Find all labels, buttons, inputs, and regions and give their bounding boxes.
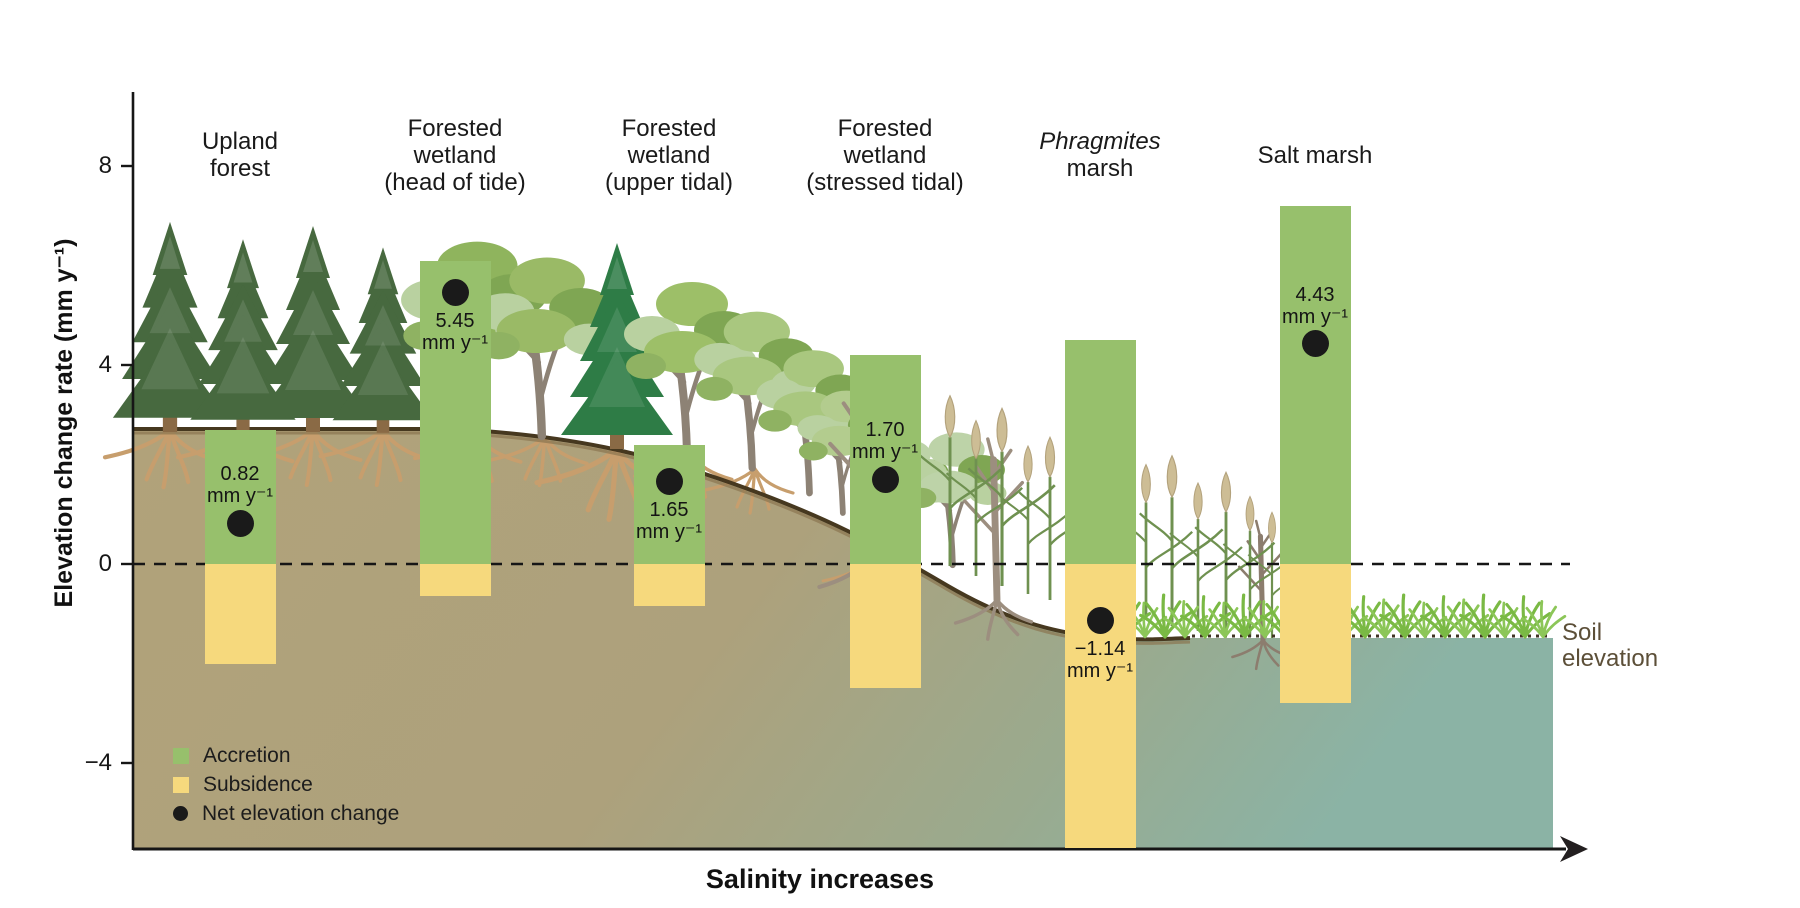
net-value-label: 1.65 mm y⁻¹ (609, 499, 730, 543)
category-label-line: Upland (201, 128, 279, 155)
category-label-line: Phragmites (1039, 128, 1161, 155)
category-label-line: Forested (621, 114, 717, 142)
accretion-bar (204, 429, 276, 564)
net-change-dot (1086, 607, 1114, 635)
subsidence-bar (849, 564, 921, 689)
category-label-upland-forest: Upland forest (100, 128, 380, 182)
legend-item-subsidence: Subsidence (173, 770, 399, 799)
legend-label: Accretion (203, 743, 291, 767)
net-value: −1.14 (1074, 637, 1126, 660)
column-forested-wetland-upper-tidal: 1.65 mm y⁻¹ (633, 0, 705, 908)
legend-item-accretion: Accretion (173, 741, 399, 770)
category-label-line: Forested (837, 114, 933, 142)
net-change-dot (871, 465, 899, 493)
net-change-dot (226, 509, 254, 537)
subsidence-swatch-icon (173, 776, 189, 793)
subsidence-bar (204, 564, 276, 664)
accretion-swatch-icon (173, 747, 189, 764)
category-label-line: wetland (843, 141, 927, 169)
subsidence-bar (633, 564, 705, 607)
accretion-bar (1279, 205, 1351, 564)
legend: Accretion Subsidence Net elevation chang… (173, 741, 399, 828)
y-axis-title: Elevation change rate (mm y⁻¹) (50, 238, 78, 608)
category-label-line: (stressed tidal) (806, 168, 964, 196)
net-value-label: 1.70 mm y⁻¹ (825, 419, 946, 463)
column-forested-wetland-stressed-tidal: 1.70 mm y⁻¹ (849, 0, 921, 908)
net-unit: mm y⁻¹ (206, 485, 274, 508)
category-label-forested-wetland-head-of-tide: Forested wetland (head of tide) (315, 115, 595, 196)
category-label-line: (head of tide) (384, 168, 526, 196)
net-value-label: 0.82 mm y⁻¹ (180, 463, 301, 507)
net-unit: mm y⁻¹ (421, 331, 489, 354)
legend-label: Subsidence (203, 772, 313, 796)
y-tick-label-0: 0 (98, 550, 112, 577)
column-forested-wetland-head-of-tide: 5.45 mm y⁻¹ (419, 0, 491, 908)
category-label-forested-wetland-upper-tidal: Forested wetland (upper tidal) (529, 115, 809, 196)
legend-item-net-elevation-change: Net elevation change (173, 799, 399, 828)
subsidence-bar (419, 564, 491, 597)
y-tick-label-4: 4 (98, 351, 112, 378)
category-label-salt-marsh: Salt marsh (1175, 142, 1455, 169)
accretion-bar (849, 355, 921, 564)
net-value: 4.43 (1295, 283, 1335, 306)
category-label-line: wetland (627, 141, 711, 169)
category-label-line: (upper tidal) (604, 168, 734, 196)
net-change-dot (655, 468, 683, 496)
category-label-line: Salt marsh (1257, 141, 1373, 169)
accretion-bar (419, 260, 491, 564)
soil-elevation-line: Soil (1562, 619, 1603, 646)
soil-elevation-annotation: Soil elevation (1562, 620, 1658, 672)
y-tick-label-8: 8 (98, 152, 112, 179)
soil-elevation-line: elevation (1562, 645, 1659, 672)
axis-arrow-icon (1560, 836, 1588, 862)
net-value: 1.70 (865, 419, 905, 442)
axes (121, 92, 1588, 862)
net-value: 5.45 (435, 309, 475, 332)
column-salt-marsh: 4.43 mm y⁻¹ (1279, 0, 1351, 908)
net-change-dot (1301, 330, 1329, 358)
net-value: 0.82 (220, 463, 260, 486)
net-change-dot (441, 279, 469, 307)
net-unit: mm y⁻¹ (635, 520, 703, 543)
category-label-line: Forested (407, 114, 503, 142)
accretion-bar (1064, 340, 1136, 564)
net-value-label: 4.43 mm y⁻¹ (1255, 284, 1376, 328)
subsidence-bar (1279, 564, 1351, 704)
accretion-bar (633, 444, 705, 564)
legend-label: Net elevation change (202, 801, 400, 825)
category-label-phragmites-marsh: Phragmites marsh (960, 128, 1240, 182)
net-unit: mm y⁻¹ (851, 441, 919, 464)
category-label-line: marsh (1066, 155, 1134, 182)
net-value-label: 5.45 mm y⁻¹ (395, 310, 516, 354)
y-tick-label-minus4: −4 (84, 749, 112, 776)
category-label-line: wetland (413, 141, 497, 169)
net-unit: mm y⁻¹ (1066, 659, 1134, 682)
column-upland-forest: 0.82 mm y⁻¹ (204, 0, 276, 908)
category-label-line: forest (209, 155, 271, 182)
net-value-label: −1.14 mm y⁻¹ (1040, 638, 1161, 682)
category-label-forested-wetland-stressed-tidal: Forested wetland (stressed tidal) (745, 115, 1025, 196)
net-unit: mm y⁻¹ (1281, 305, 1349, 328)
net-dot-swatch-icon (173, 806, 188, 821)
x-axis-title: Salinity increases (705, 864, 935, 894)
net-value: 1.65 (649, 498, 689, 521)
column-phragmites-marsh: −1.14 mm y⁻¹ (1064, 0, 1136, 908)
